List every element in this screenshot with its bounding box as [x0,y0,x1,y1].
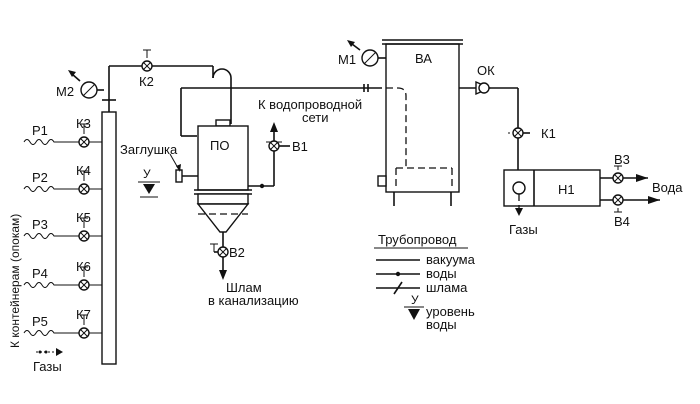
branch-r1 [23,139,102,145]
valve-k6-icon [78,266,90,291]
legend-title: Трубопровод [378,232,457,247]
label-water-supply-2: сети [302,110,329,125]
label-va: ВА [415,51,432,66]
legend-sludge: шлама [426,280,468,295]
label-level-po: У [143,167,151,181]
label-m1: М1 [338,52,356,67]
separator-po [194,119,252,248]
label-plug: Заглушка [120,142,178,157]
valve-k1-icon [508,127,530,139]
valve-v2-icon [210,243,229,280]
label-p2: Р2 [32,170,48,185]
label-gases-pump: Газы [509,222,538,237]
valve-k3-icon [78,123,90,148]
label-v4: В4 [614,214,630,229]
label-po: ПО [210,138,229,153]
gases-left-arrow-icon [36,348,63,356]
manifold [101,99,117,365]
pump-n1 [503,169,601,216]
label-k5: К5 [76,210,91,225]
water-io [600,165,660,213]
label-k6: К6 [76,259,91,274]
pump-line [459,80,519,170]
valve-k4-icon [78,170,90,195]
branch-valves [78,123,90,339]
label-water: Вода [652,180,683,195]
branch-r5 [23,330,102,336]
label-containers: К контейнерам (опокам) [8,214,22,348]
label-sludge-1: Шлам [226,280,262,295]
label-water-supply-1: К водопроводной [258,97,362,112]
legend-level-mark: У [411,293,419,307]
container-branches [23,139,102,336]
valve-k5-icon [78,217,90,242]
legend-vacuum: вакуума [426,252,476,267]
label-p1: Р1 [32,123,48,138]
label-m2: М2 [56,84,74,99]
label-p4: Р4 [32,266,48,281]
vacuum-line-main [180,84,382,137]
label-k1: К1 [541,126,556,141]
label-k2: К2 [139,74,154,89]
water-level-icon [138,181,160,198]
label-v3: В3 [614,152,630,167]
label-n1: Н1 [558,182,575,197]
legend: Трубопровод вакуума воды шлама У уровень… [374,232,476,332]
label-p3: Р3 [32,217,48,232]
label-k7: К7 [76,307,91,322]
legend-level-1: уровень [426,304,475,319]
label-k3: К3 [76,116,91,131]
manifold-body [101,111,117,365]
label-gases-left: Газы [33,359,62,374]
label-v2: В2 [229,245,245,260]
label-v1: В1 [292,139,308,154]
branch-r3 [23,233,102,239]
label-ok: ОК [477,63,495,78]
gauge-m2-icon [68,70,104,99]
gauge-m1-icon [347,40,386,67]
plug-icon [169,153,198,183]
legend-water: воды [426,266,457,281]
branch-r2 [23,186,102,192]
legend-level-2: воды [426,317,457,332]
label-sludge-2: в канализацию [208,293,299,308]
water-line-po [248,122,290,189]
valve-k2-icon [141,49,153,72]
valve-k7-icon [78,314,90,339]
label-k4: К4 [76,163,91,178]
branch-r4 [23,282,102,288]
legend-level-icon [408,309,420,320]
vacuum-line-top [108,65,232,124]
label-p5: Р5 [32,314,48,329]
tank-va [377,39,463,206]
